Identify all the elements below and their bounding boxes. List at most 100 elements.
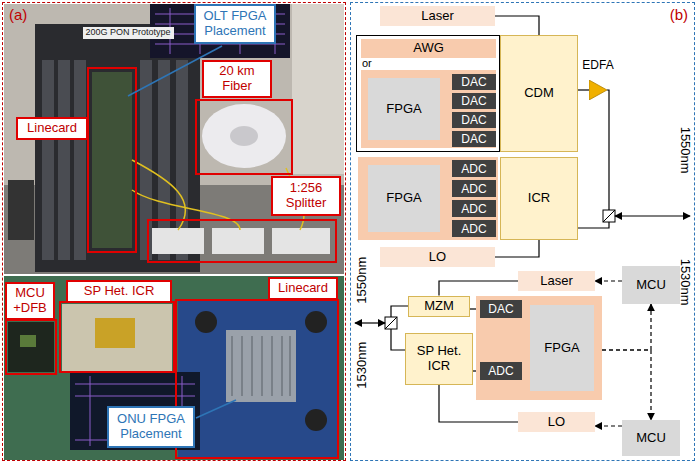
cabinet (292, 4, 344, 174)
chassis-slot (58, 60, 70, 260)
splitter-module (272, 228, 330, 254)
node-text: CDM (524, 86, 554, 101)
fpga-screenshot (70, 372, 200, 450)
callout-tag: OLT FPGA Placement (194, 4, 276, 44)
node-text: DAC (461, 76, 486, 88)
olt-photo (4, 4, 344, 274)
callout-tag: Linecard (16, 117, 88, 140)
node-text: SP Het. ICR (84, 284, 155, 299)
coupler-symbol (385, 317, 397, 329)
linecard-board (92, 72, 132, 248)
node-text: or (362, 57, 372, 70)
option-group: or AWG FPGA DAC DAC DAC DAC (356, 35, 500, 152)
chip (20, 335, 36, 347)
node-text: OLT FPGA Placement (198, 9, 272, 39)
callout-tag: 1:256 Splitter (271, 176, 341, 216)
source-box: Laser (518, 271, 595, 291)
source-box: LO (518, 412, 595, 432)
icr-module (95, 318, 135, 348)
fan (305, 311, 327, 333)
chassis-slot (74, 60, 86, 260)
node-text: LO (429, 250, 446, 265)
mcu-board (8, 322, 54, 372)
converter-box: ADC (452, 160, 496, 177)
node-text: ADC (461, 183, 486, 195)
component-box: AWG (361, 39, 496, 58)
callout-tag: ONU FPGA Placement (107, 406, 195, 448)
optical-component-box: MZM (408, 296, 470, 317)
coupler-diagonal (603, 210, 615, 222)
splitter-module (152, 228, 204, 254)
node-text: AWG (413, 41, 444, 56)
fpga-block: FPGADACADC (476, 296, 602, 400)
control-link (595, 280, 622, 281)
panel-frame: (a) OLT FPGA Placement 20 km FiberLinecard… (2, 2, 346, 461)
callout-tag: Linecard (268, 277, 338, 300)
photo-tag-text: 200G PON Prototype (83, 27, 174, 39)
node-text: MCU (636, 278, 666, 293)
fan-unit (8, 180, 34, 240)
fiber-port-arrow (355, 322, 385, 323)
fiber-port-arrow (615, 215, 690, 216)
node-text: ADC (461, 223, 486, 235)
callout-tag: 20 km Fiber (202, 60, 272, 98)
heatsink (226, 330, 296, 402)
fiber-spool-hub (230, 126, 258, 146)
amplifier-triangle (589, 80, 607, 100)
chassis-slot (42, 60, 54, 260)
highlight-frame (60, 302, 174, 372)
node-text: MZM (424, 299, 454, 314)
amplifier-triangle (589, 80, 607, 100)
signal-line (439, 281, 518, 296)
wavelength-label: 1530nm (677, 259, 691, 306)
amplifier-symbol: EDFA (579, 58, 617, 102)
signal-line (578, 89, 589, 90)
node-text: Laser (540, 274, 573, 289)
highlight-frame (6, 320, 56, 374)
node-text: ADC (461, 203, 486, 215)
wavelength-label: 1530nm (355, 342, 369, 389)
node-text: Laser (421, 9, 454, 24)
fpga-block: FPGA DAC DAC DAC DAC (361, 70, 496, 148)
node-text: DAC (461, 114, 486, 126)
converter-box: DAC (452, 93, 496, 109)
node-text: ONU FPGA Placement (111, 412, 191, 442)
highlight-frame (176, 300, 338, 458)
chassis-slot (140, 60, 152, 260)
node-text: FPGA (368, 78, 440, 140)
node-text: ADC (461, 163, 486, 175)
callout-tag: MCU +DFB (5, 282, 55, 320)
node-text: 1:256 Splitter (275, 181, 337, 211)
panel-frame: (b) Laser or AWG FPGA DAC DAC DAC DAC CDM EDFA FPGA… (350, 2, 695, 461)
signal-line (495, 240, 539, 257)
node-text: 20 km Fiber (206, 64, 268, 94)
node-text: ICR (528, 191, 550, 206)
node-text: DAC (461, 133, 486, 145)
heatsink-fins (232, 336, 290, 396)
node-text: EDFA (579, 58, 617, 72)
node-text: MCU +DFB (9, 286, 51, 316)
node-text: FPGA (530, 305, 594, 391)
control-link (595, 425, 622, 426)
converter-box: ADC (452, 180, 496, 197)
optical-component-box: SP Het. ICR (405, 333, 473, 385)
fpga-block: FPGA ADC ADC ADC ADC (358, 157, 498, 240)
wavelength-label: 1550nm (355, 257, 369, 304)
control-link (602, 350, 651, 420)
source-box: Laser (380, 6, 495, 26)
photo-background (4, 4, 344, 274)
icr-board (62, 304, 172, 372)
node-text: FPGA (368, 165, 440, 232)
node-text: (b) (670, 6, 688, 23)
fan (195, 311, 217, 333)
node-text: LO (548, 415, 565, 430)
control-link (602, 304, 651, 350)
node-text: (a) (9, 6, 27, 23)
source-box: LO (380, 247, 495, 267)
node-text: SP Het. ICR (406, 344, 472, 374)
node-text: DAC (461, 95, 486, 107)
linecard-pcb (178, 300, 338, 458)
converter-box: DAC (452, 131, 496, 147)
highlight-frame (148, 220, 336, 262)
